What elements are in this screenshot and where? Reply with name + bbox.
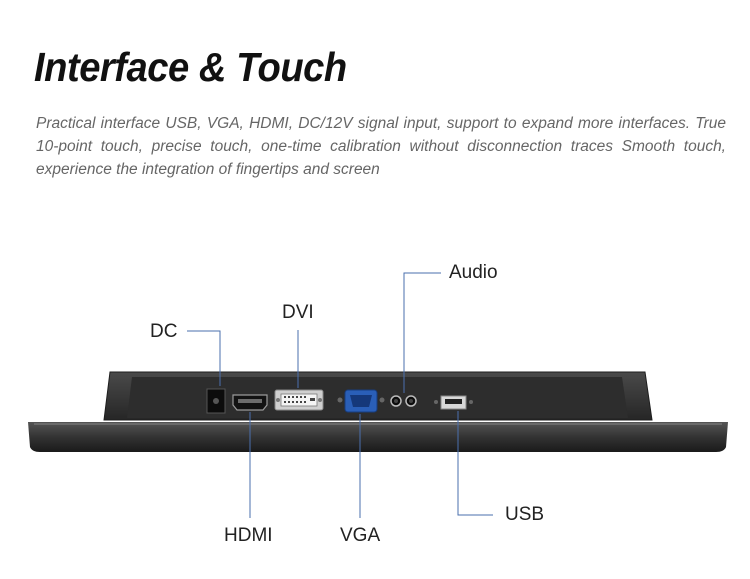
page-title: Interface & Touch (34, 44, 347, 90)
audio-callout-line (403, 272, 441, 393)
usb-label: USB (505, 504, 545, 525)
usb-port (434, 395, 473, 410)
hdmi-port (232, 394, 268, 411)
callout-lines (187, 272, 493, 518)
dc-port (206, 388, 226, 414)
front-bezel (28, 422, 728, 452)
dc-label: DC (150, 321, 178, 342)
audio-label: Audio (449, 262, 498, 283)
audio-ports (390, 395, 417, 407)
hdmi-label: HDMI (224, 525, 273, 546)
dvi-label: DVI (282, 302, 314, 323)
usb-callout-line (457, 411, 493, 516)
front-bezel-highlight (34, 423, 722, 425)
page-description: Practical interface USB, VGA, HDMI, DC/1… (36, 115, 726, 178)
vga-label: VGA (340, 525, 381, 546)
dc-callout-line (187, 330, 221, 386)
dvi-port (274, 389, 324, 411)
vga-port (337, 389, 385, 413)
